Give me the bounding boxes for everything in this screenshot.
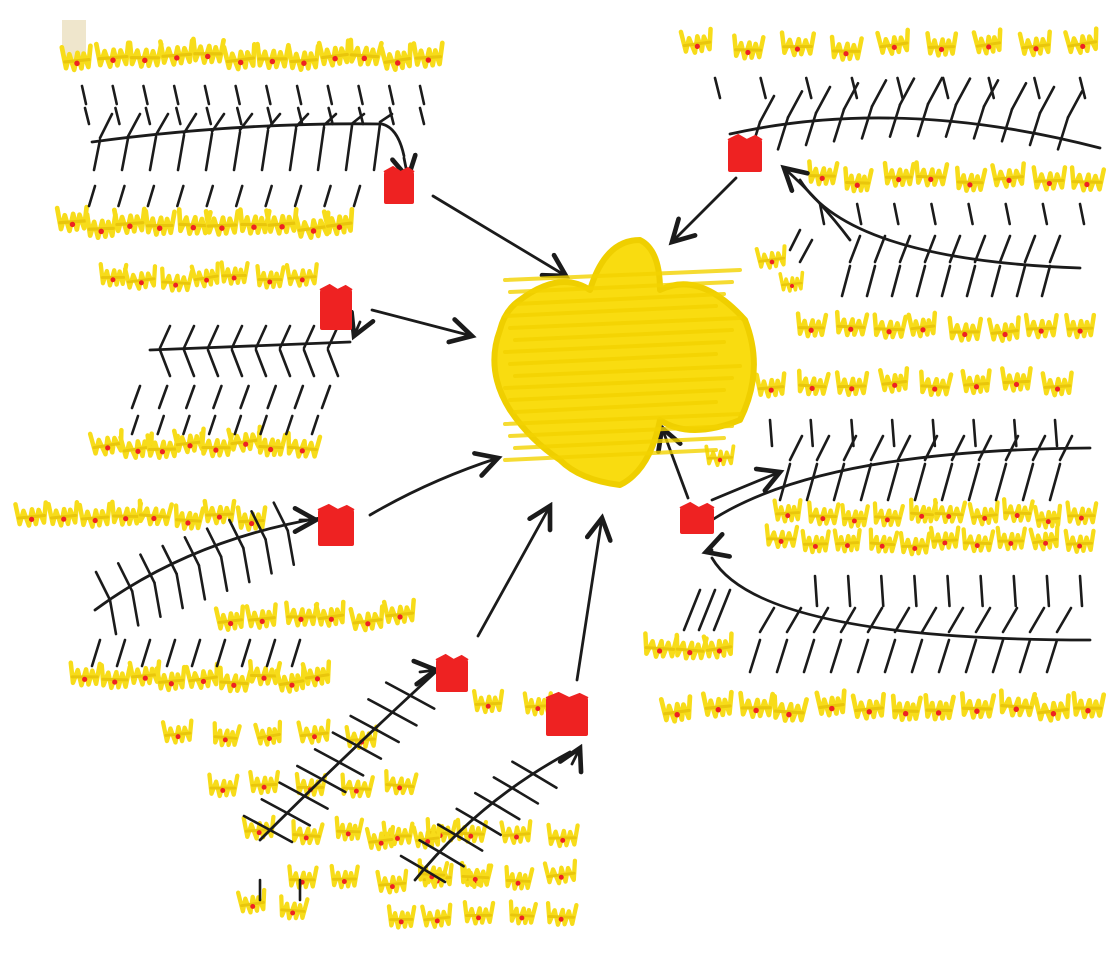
red-dot-icon	[718, 458, 722, 462]
red-dot-icon	[217, 514, 222, 519]
red-dot-icon	[262, 785, 267, 790]
red-square-icon	[384, 167, 414, 204]
red-dot-icon	[249, 521, 254, 526]
red-dot-icon	[486, 704, 491, 709]
red-square-icon	[680, 503, 714, 534]
red-dot-icon	[1039, 328, 1044, 333]
red-dot-icon	[535, 706, 540, 711]
red-square-icon	[436, 655, 468, 692]
red-dot-icon	[219, 225, 224, 230]
red-dot-icon	[1014, 382, 1019, 387]
arrow-icon	[420, 670, 436, 672]
red-square-icon	[320, 285, 352, 330]
red-square-icon	[318, 505, 354, 546]
red-dot-icon	[98, 229, 103, 234]
red-square-icon	[728, 135, 762, 172]
red-dot-icon	[1077, 544, 1082, 549]
red-square-icon	[546, 693, 588, 736]
red-dot-icon	[1078, 328, 1083, 333]
red-dot-icon	[1047, 181, 1052, 186]
arrow-icon	[706, 550, 712, 552]
